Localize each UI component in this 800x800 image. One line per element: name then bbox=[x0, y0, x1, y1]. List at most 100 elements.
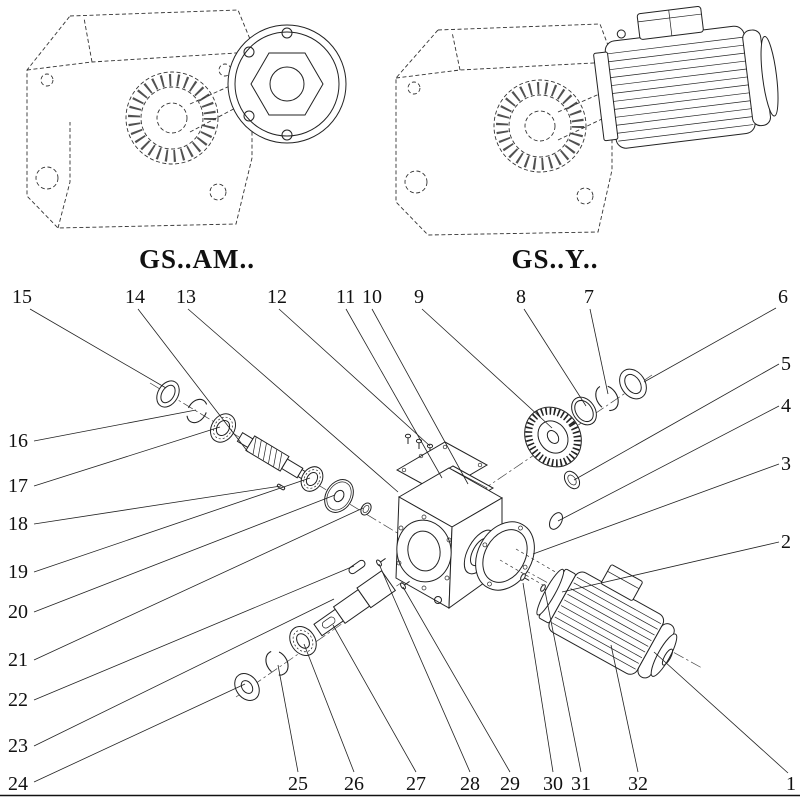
housing-main-bore bbox=[396, 519, 452, 583]
snap-ring-gear bbox=[595, 384, 619, 412]
bearing-worm-end bbox=[300, 466, 324, 492]
callout-number-25: 25 bbox=[288, 773, 308, 795]
input-bore-hatch bbox=[128, 74, 216, 162]
motor-drawing bbox=[593, 5, 779, 149]
oil-seal-gear bbox=[619, 368, 647, 400]
leader-line-10 bbox=[371, 308, 469, 485]
callout-number-29: 29 bbox=[500, 773, 520, 795]
output-shaft-parts bbox=[234, 558, 410, 701]
leader-line-19 bbox=[33, 477, 311, 573]
leader-line-21 bbox=[33, 507, 364, 661]
leader-line-24 bbox=[33, 683, 246, 783]
callout-number-8: 8 bbox=[516, 286, 526, 308]
leader-line-3 bbox=[532, 463, 780, 555]
callout-number-19: 19 bbox=[8, 561, 28, 583]
housing-screw-a bbox=[376, 558, 386, 567]
callout-number-24: 24 bbox=[8, 773, 28, 795]
leader-line-12 bbox=[278, 308, 431, 447]
callout-leader-lines bbox=[29, 307, 789, 783]
end-washer bbox=[234, 673, 260, 701]
leader-line-23 bbox=[33, 598, 335, 747]
spacer-ring bbox=[571, 396, 597, 426]
callout-number-20: 20 bbox=[8, 601, 28, 623]
callout-number-4: 4 bbox=[781, 395, 791, 417]
leader-line-20 bbox=[33, 494, 336, 613]
input-shaft-parts bbox=[156, 380, 372, 516]
gear-and-rings bbox=[524, 368, 647, 530]
callout-number-18: 18 bbox=[8, 513, 28, 535]
callout-number-23: 23 bbox=[8, 735, 28, 757]
drain-plug bbox=[434, 596, 442, 604]
leader-line-26 bbox=[303, 643, 355, 773]
worm-thread-hatch bbox=[252, 437, 283, 470]
leader-line-7 bbox=[589, 308, 609, 395]
motor-cooling-fins bbox=[607, 36, 754, 142]
callout-number-16: 16 bbox=[8, 430, 28, 452]
callout-number-1: 1 bbox=[786, 773, 796, 795]
leader-line-6 bbox=[643, 307, 777, 383]
callout-number-21: 21 bbox=[8, 649, 28, 671]
leader-line-5 bbox=[573, 363, 780, 481]
bearing-output bbox=[289, 626, 317, 656]
leader-line-14 bbox=[137, 308, 249, 453]
callout-number-3: 3 bbox=[781, 453, 791, 475]
motor-lifting-lug bbox=[616, 29, 626, 39]
snap-ring-input bbox=[186, 398, 208, 424]
motor-exploded bbox=[536, 564, 678, 679]
model-label-gs-y: GS..Y.. bbox=[511, 244, 598, 274]
oil-seal-input bbox=[156, 380, 180, 408]
leader-line-22 bbox=[33, 565, 355, 701]
callout-number-2: 2 bbox=[781, 531, 791, 553]
shim-washer bbox=[563, 470, 581, 490]
output-flange-drawing bbox=[227, 24, 347, 144]
callout-number-31: 31 bbox=[571, 773, 591, 795]
leader-line-4 bbox=[557, 405, 780, 522]
callout-number-11: 11 bbox=[336, 286, 355, 308]
callout-number-17: 17 bbox=[8, 475, 28, 497]
leader-line-32 bbox=[610, 644, 639, 773]
callout-number-6: 6 bbox=[778, 286, 788, 308]
callout-number-5: 5 bbox=[781, 353, 791, 375]
bearing-input bbox=[209, 413, 237, 443]
callout-number-12: 12 bbox=[267, 286, 287, 308]
leader-line-25 bbox=[277, 664, 299, 773]
leader-line-18 bbox=[33, 485, 282, 525]
motor-fins-exploded bbox=[551, 576, 662, 670]
callout-number-14: 14 bbox=[125, 286, 145, 308]
callout-number-27: 27 bbox=[406, 773, 426, 795]
input-bore-hatch-2 bbox=[496, 82, 584, 170]
leader-line-9 bbox=[421, 308, 553, 429]
output-shaft bbox=[313, 570, 397, 637]
callout-number-9: 9 bbox=[414, 286, 424, 308]
leader-line-16 bbox=[33, 409, 197, 442]
leader-line-29 bbox=[402, 586, 511, 773]
worm-wheel-gear bbox=[524, 406, 582, 468]
callout-number-15: 15 bbox=[12, 286, 32, 308]
callout-number-7: 7 bbox=[584, 286, 594, 308]
o-ring bbox=[360, 502, 372, 516]
callout-number-10: 10 bbox=[362, 286, 382, 308]
gearbox-drawing-gs-am bbox=[26, 9, 253, 229]
shaft-key bbox=[348, 559, 366, 575]
callout-number-32: 32 bbox=[628, 773, 648, 795]
leader-line-30 bbox=[522, 582, 554, 773]
callout-number-13: 13 bbox=[176, 286, 196, 308]
snap-ring-output bbox=[265, 650, 289, 676]
end-cover-disc bbox=[324, 479, 354, 513]
leader-line-27 bbox=[332, 624, 417, 773]
leader-line-13 bbox=[187, 308, 399, 493]
motor-adapter-flange bbox=[475, 521, 535, 591]
gearbox-drawing-gs-y bbox=[395, 23, 613, 236]
leader-line-31 bbox=[544, 590, 582, 773]
model-label-gs-am: GS..AM.. bbox=[139, 244, 255, 274]
callout-number-22: 22 bbox=[8, 689, 28, 711]
leader-line-1 bbox=[653, 651, 789, 774]
leader-line-17 bbox=[33, 426, 221, 487]
leader-line-15 bbox=[29, 308, 167, 389]
callout-number-26: 26 bbox=[344, 773, 364, 795]
leader-line-2 bbox=[561, 541, 780, 593]
leader-line-11 bbox=[345, 308, 443, 479]
